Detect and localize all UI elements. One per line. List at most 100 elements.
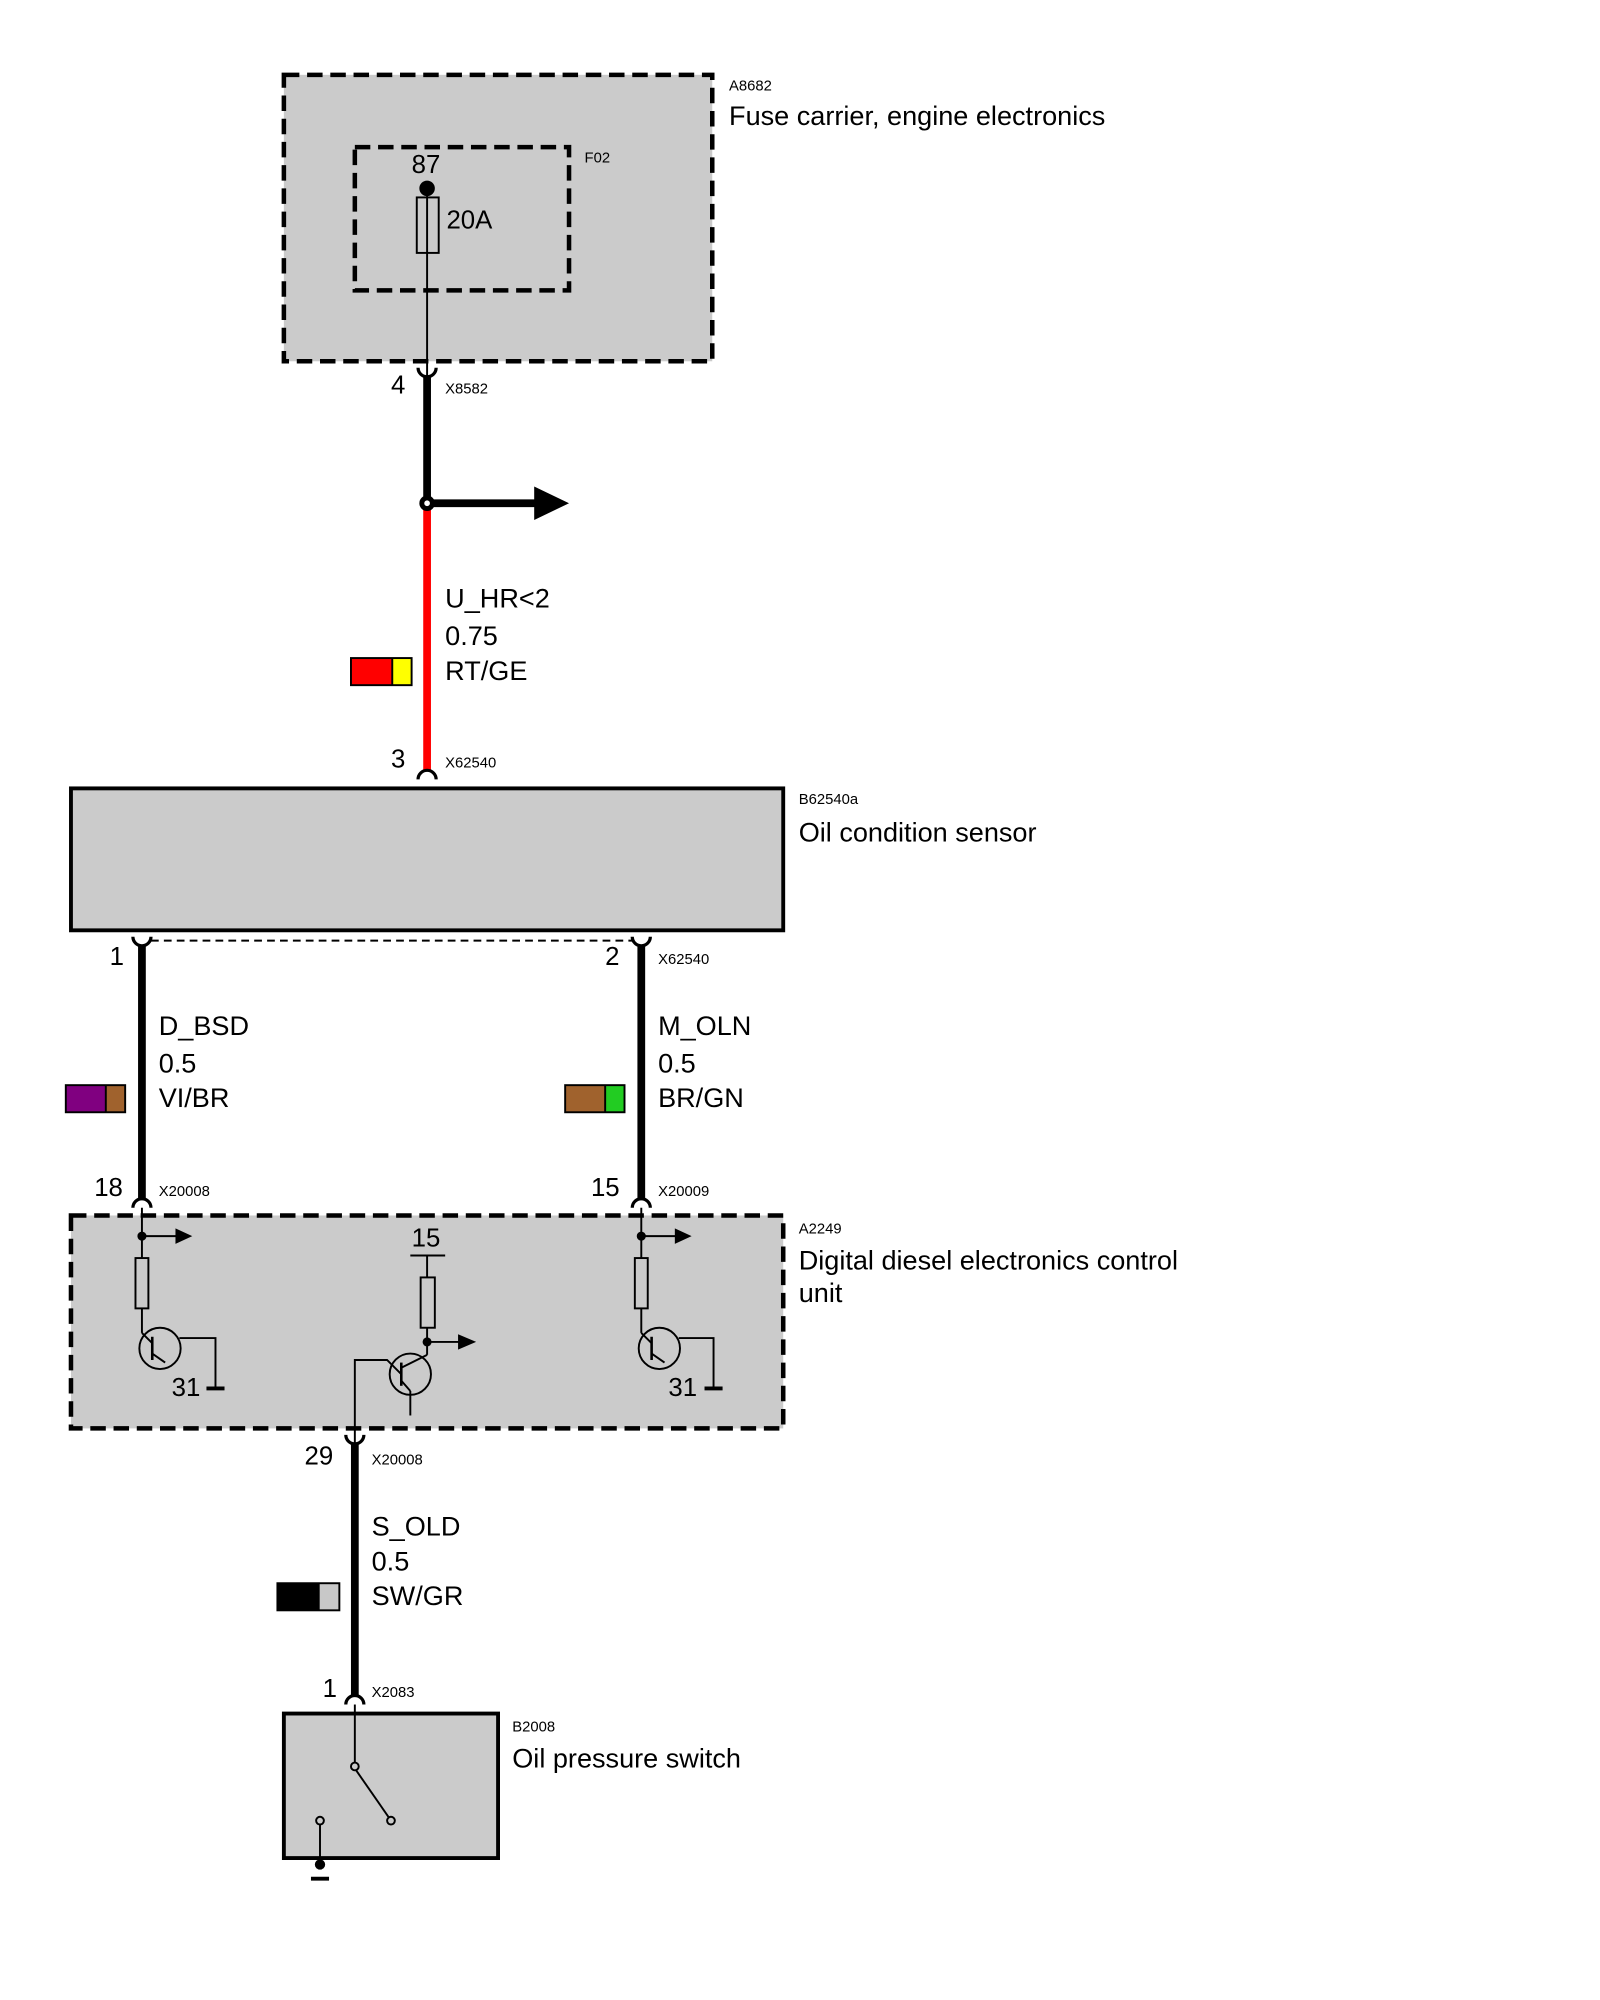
pin-number: 3	[391, 746, 405, 774]
wire-signal: U_HR<2	[445, 583, 550, 614]
oil-pressure-switch-housing	[281, 1711, 500, 1860]
oil-pressure-switch-id: B2008	[512, 1720, 555, 1736]
branch-arrow-head	[534, 486, 570, 520]
connector-x20009-oln: 15 X20009	[591, 1174, 709, 1208]
connector-x8582: 4 X8582	[391, 367, 488, 400]
signal-tap-dot	[636, 1231, 646, 1241]
fuse-carrier-housing	[281, 72, 715, 364]
pin-number: 4	[391, 372, 405, 400]
dde-control-unit-id: A2249	[799, 1222, 842, 1238]
connector-id: X2083	[372, 1685, 415, 1701]
connector-id: X20009	[658, 1184, 709, 1200]
input-stage-middle: 15	[353, 1224, 477, 1444]
ground-lead	[678, 1337, 715, 1388]
connector-x62540-signal: 1 2 X62540	[110, 936, 709, 971]
pin-number: 2	[605, 943, 619, 971]
transistor-body	[138, 1326, 182, 1370]
pin-number: 1	[110, 943, 124, 971]
transistor-emitter	[651, 1352, 666, 1364]
connector-id: X62540	[658, 952, 709, 968]
terminal-87-dot	[419, 180, 435, 197]
base-input-lead	[353, 1359, 402, 1444]
oil-pressure-switch-name: Oil pressure switch	[512, 1743, 741, 1774]
pin-number: 1	[323, 1675, 337, 1703]
ground-point-dot	[314, 1859, 326, 1870]
ground-terminal-number: 31	[172, 1374, 201, 1402]
wire-signal: M_OLN	[658, 1010, 751, 1041]
wire-m-oln: M_OLN 0.5 BR/GN	[564, 945, 751, 1199]
ground-terminal-number: 31	[668, 1374, 697, 1402]
fuse-carrier: A8682 Fuse carrier, engine electronics F…	[281, 72, 1105, 377]
wire-color-code: SW/GR	[372, 1580, 464, 1611]
wire-cross-section: 0.5	[372, 1545, 410, 1576]
signal-arrow-icon	[175, 1228, 193, 1244]
connector-socket-symbol	[344, 1693, 366, 1705]
pin-number: 15	[591, 1174, 620, 1202]
fuse-symbol	[415, 196, 440, 254]
wire-cross-section: 0.75	[445, 620, 498, 651]
pin-number: 18	[94, 1174, 123, 1202]
connector-x20008-bsd: 18 X20008	[94, 1174, 210, 1208]
connector-socket-symbol	[131, 1197, 153, 1208]
connector-socket-symbol	[416, 768, 438, 780]
swatch-stripe-color	[392, 658, 412, 686]
wire-color-swatch	[276, 1582, 341, 1612]
oil-condition-sensor-housing	[69, 786, 786, 933]
dde-control-unit-name-line-2: unit	[799, 1277, 843, 1308]
wire-signal: S_OLD	[372, 1510, 461, 1541]
swatch-primary-color	[65, 1085, 106, 1113]
fuse-carrier-id: A8682	[729, 78, 772, 94]
wire-color-swatch	[349, 657, 413, 687]
transistor-collector	[400, 1353, 428, 1369]
swatch-outline	[349, 657, 413, 687]
swatch-stripe-color	[318, 1583, 340, 1611]
wire-u-hr: U_HR<2 0.75 RT/GE	[349, 376, 570, 771]
fuse-id: F02	[585, 151, 611, 167]
connector-socket-symbol	[131, 936, 153, 948]
swatch-primary-color	[277, 1583, 319, 1611]
connector-x2083: 1 X2083	[323, 1675, 415, 1705]
swatch-outline	[276, 1582, 341, 1612]
signal-arrow-icon	[674, 1228, 692, 1244]
connector-x20008-old: 29 X20008	[305, 1434, 423, 1471]
transistor-emitter	[151, 1352, 166, 1364]
switch-pivot-contact	[350, 1761, 360, 1772]
pin-number: 29	[305, 1443, 334, 1471]
oil-condition-sensor-id: B62540a	[799, 792, 859, 808]
dde-control-unit-name-line-1: Digital diesel electronics control	[799, 1245, 1178, 1276]
fuse-f02-housing	[352, 144, 572, 293]
oil-condition-sensor-name: Oil condition sensor	[799, 816, 1037, 847]
wire-signal: D_BSD	[159, 1010, 249, 1041]
wire-color-swatch	[564, 1084, 626, 1114]
switch-fixed-contact	[315, 1815, 325, 1826]
fuse-carrier-name: Fuse carrier, engine electronics	[729, 100, 1105, 131]
connector-id: X20008	[372, 1453, 423, 1469]
connector-socket-symbol	[630, 936, 652, 948]
input-stage-right: 31	[633, 1207, 723, 1402]
oil-condition-sensor: B62540a Oil condition sensor	[69, 786, 1037, 933]
connector-id: X8582	[445, 382, 488, 398]
wire-color-code: RT/GE	[445, 655, 527, 686]
wire-d-bsd: D_BSD 0.5 VI/BR	[64, 945, 249, 1199]
transistor-symbol	[138, 1326, 182, 1370]
connector-id: X62540	[445, 756, 496, 772]
wire-color-code: VI/BR	[159, 1082, 230, 1113]
junction-center	[424, 500, 430, 507]
transistor-body	[637, 1326, 681, 1370]
dde-control-unit-housing	[68, 1213, 786, 1431]
switch-blade	[355, 1769, 390, 1818]
supply-terminal-number: 15	[412, 1224, 441, 1252]
transistor-emitter	[400, 1380, 412, 1392]
connector-id: X20008	[159, 1184, 210, 1200]
wire-cross-section: 0.5	[159, 1047, 197, 1078]
signal-arrow-icon	[458, 1334, 477, 1350]
oil-pressure-switch: B2008 Oil pressure switch	[281, 1704, 741, 1881]
wire-cross-section: 0.5	[658, 1047, 696, 1078]
wire-s-old: S_OLD 0.5 SW/GR	[276, 1443, 464, 1696]
wire-color-code: BR/GN	[658, 1082, 744, 1113]
swatch-primary-color	[565, 1085, 606, 1113]
dde-control-unit: A2249 Digital diesel electronics control…	[68, 1207, 1178, 1444]
fuse-terminal-number: 87	[412, 151, 441, 179]
fuse-rating: 20A	[446, 206, 493, 234]
swatch-outline	[64, 1084, 127, 1114]
